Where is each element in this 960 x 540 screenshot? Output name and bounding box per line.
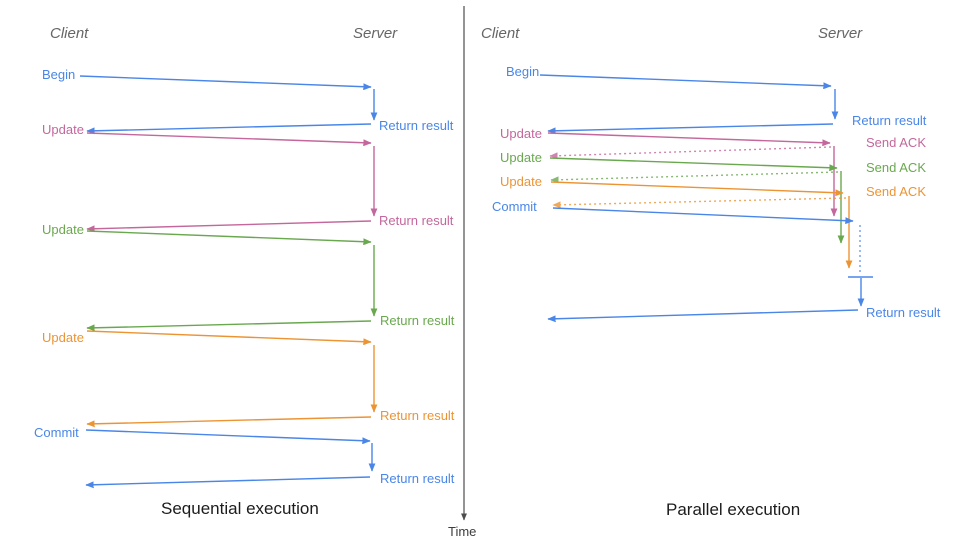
seq-caption: Sequential execution [161,499,319,518]
par-update2-request [549,157,838,172]
seq-msg-update-3: Update [42,330,84,345]
seq-msg-commit: Commit [34,425,79,440]
par-msg-commit: Commit [492,199,537,214]
seq-msg-update-2: Update [42,222,84,237]
seq-update3-request [86,330,372,346]
par-caption: Parallel execution [666,500,801,519]
seq-result-update-1: Return result [379,213,454,228]
par-update1-ack [549,146,832,160]
par-ack-update-2: Send ACK [866,160,926,175]
par-lane-header-server: Server [818,25,863,42]
par-begin-request [539,74,832,90]
par-update3-request [550,181,844,197]
seq-update2-request [86,230,372,246]
par-update3-ack [552,197,847,209]
par-commit-request [552,207,854,225]
seq-lane-header-server: Server [353,25,398,42]
par-msg-update-1: Update [500,126,542,141]
par-update2-ack [550,171,839,184]
par-result-commit: Return result [866,305,941,320]
seq-msg-begin: Begin [42,67,76,82]
par-begin-return [547,123,834,135]
seq-begin-return [86,123,372,135]
seq-result-begin: Return result [379,118,454,133]
par-msg-update-3: Update [500,174,542,189]
seq-commit-return [85,476,371,489]
par-commit-return [547,309,859,323]
seq-begin-request [79,75,372,91]
par-msg-update-2: Update [500,150,542,165]
par-ack-update-1: Send ACK [866,135,926,150]
par-msg-begin: Begin [506,64,540,79]
seq-msg-update-1: Update [42,122,84,137]
par-ack-update-3: Send ACK [866,184,926,199]
seq-result-update-3: Return result [380,408,455,423]
seq-update1-request [86,132,372,147]
seq-lane-header-client: Client [50,25,89,42]
par-update1-request [547,132,831,147]
seq-commit-request [85,429,371,445]
time-axis-label: Time [448,524,477,539]
seq-update1-return [86,220,372,233]
par-lane-header-client: Client [481,25,520,42]
par-result-begin: Return result [852,113,927,128]
seq-result-commit: Return result [380,471,455,486]
seq-result-update-2: Return result [380,313,455,328]
seq-update3-return [86,416,372,428]
seq-update2-return [86,320,372,332]
